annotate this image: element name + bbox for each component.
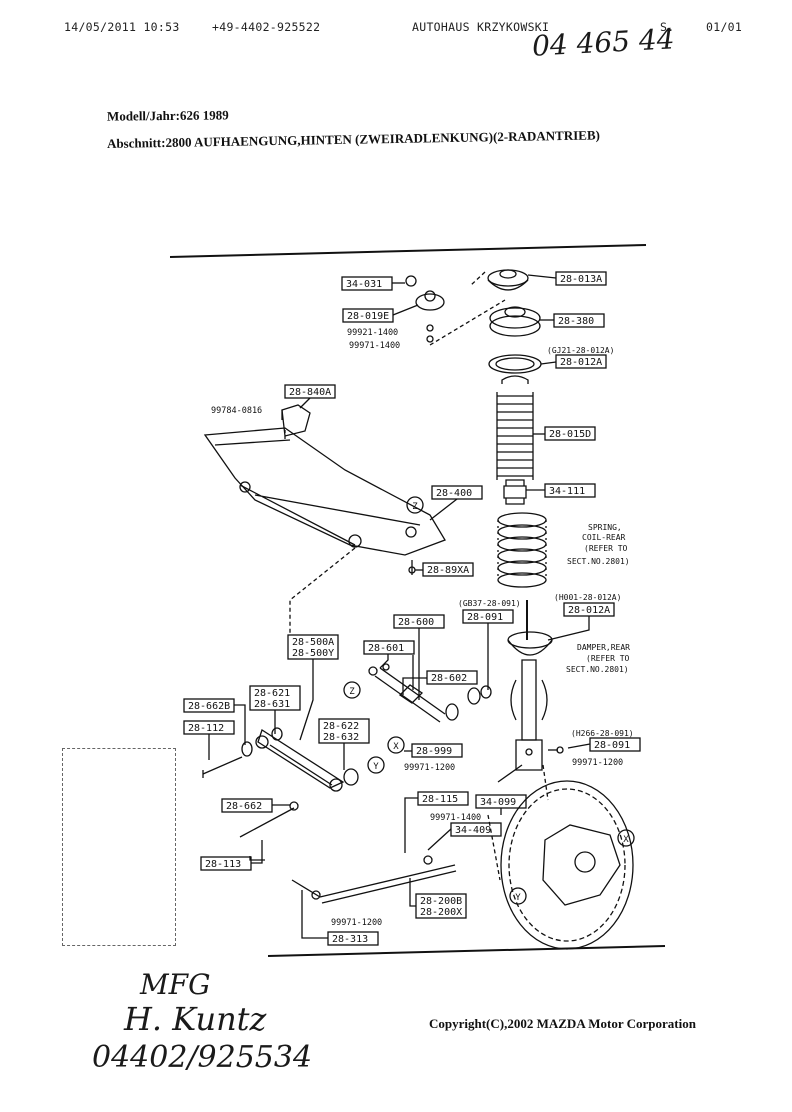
note-text: SECT.NO.2801)	[566, 665, 629, 674]
part-label: 28-113	[205, 859, 241, 870]
callout-letter: Z	[349, 687, 355, 697]
part-number: 99971-1400	[349, 341, 400, 351]
part-label: 28-091	[467, 612, 503, 623]
fax-date-time: 14/05/2011 10:53	[64, 20, 180, 34]
callout-letter: X	[623, 835, 629, 845]
note-text: (REFER TO	[584, 544, 628, 553]
part-label: 28-400	[436, 488, 472, 499]
part-label: 28-091	[594, 740, 630, 751]
note-text: COIL-REAR	[582, 533, 626, 542]
note-text: (REFER TO	[586, 654, 630, 663]
part-label: 34-111	[549, 486, 585, 497]
copyright-text: Copyright(C),2002 MAZDA Motor Corporatio…	[429, 1016, 696, 1031]
part-label: 28-662	[226, 801, 262, 812]
fax-page-label: S.	[660, 20, 675, 34]
part-number: 99971-1200	[404, 763, 455, 773]
part-label: 28-602	[431, 673, 467, 684]
part-label: 34-099	[480, 797, 516, 808]
part-number: 99921-1400	[347, 328, 398, 338]
part-label: 28-600	[398, 617, 434, 628]
handwritten-phone: 04402/925534	[92, 1040, 313, 1075]
part-label: 28-631	[254, 699, 290, 710]
callout-letter: Y	[515, 893, 521, 903]
part-label: 28-019E	[347, 311, 389, 322]
part-number: 99971-1200	[572, 758, 623, 768]
note-text: (GJ21-28-012A)	[547, 346, 614, 355]
dealer-stamp	[62, 748, 176, 946]
callout-letter: X	[393, 742, 399, 752]
note-text: (H001-28-012A)	[554, 593, 621, 602]
handwritten-name: H. Kuntz	[124, 1000, 267, 1038]
part-label: 28-622	[323, 721, 359, 732]
callout-letter: Y	[373, 762, 379, 772]
fax-sender: AUTOHAUS KRZYKOWSKI	[412, 20, 550, 34]
part-label: 34-409	[455, 825, 491, 836]
part-label: 28-500Y	[292, 648, 334, 659]
part-label: 28-500A	[292, 637, 334, 648]
part-label: 28-662B	[188, 701, 230, 712]
fax-phone: +49-4402-925522	[212, 20, 321, 34]
part-number: 99971-1400	[430, 813, 481, 823]
part-number: 99971-1200	[331, 918, 382, 928]
note-text: DAMPER,REAR	[577, 643, 630, 652]
note-text: SPRING,	[588, 523, 622, 532]
part-label: 28-015D	[549, 429, 591, 440]
part-label: 28-012A	[560, 357, 602, 368]
part-label: 28-012A	[568, 605, 610, 616]
note-text: SECT.NO.2801)	[567, 557, 630, 566]
part-label: 28-313	[332, 934, 368, 945]
part-label: 28-999	[416, 746, 452, 757]
part-label: 28-632	[323, 732, 359, 743]
part-label: 28-621	[254, 688, 290, 699]
part-number: 99784-0816	[211, 406, 262, 416]
callout-letter: Z	[412, 502, 418, 512]
part-label: 28-200B	[420, 896, 462, 907]
part-label: 28-200X	[420, 907, 462, 918]
part-label: 28-112	[188, 723, 224, 734]
part-label: 28-380	[558, 316, 594, 327]
fax-page-number: 01/01	[706, 20, 743, 34]
note-text: (GB37-28-091)	[458, 599, 521, 608]
handwritten-greeting: MFG	[140, 968, 211, 1001]
part-label: 28-013A	[560, 274, 602, 285]
part-label: 28-601	[368, 643, 404, 654]
part-label: 28-89XA	[427, 565, 469, 576]
note-text: (H266-28-091)	[571, 729, 634, 738]
part-label: 34-031	[346, 279, 382, 290]
part-label: 28-840A	[289, 387, 331, 398]
part-label: 28-115	[422, 794, 458, 805]
